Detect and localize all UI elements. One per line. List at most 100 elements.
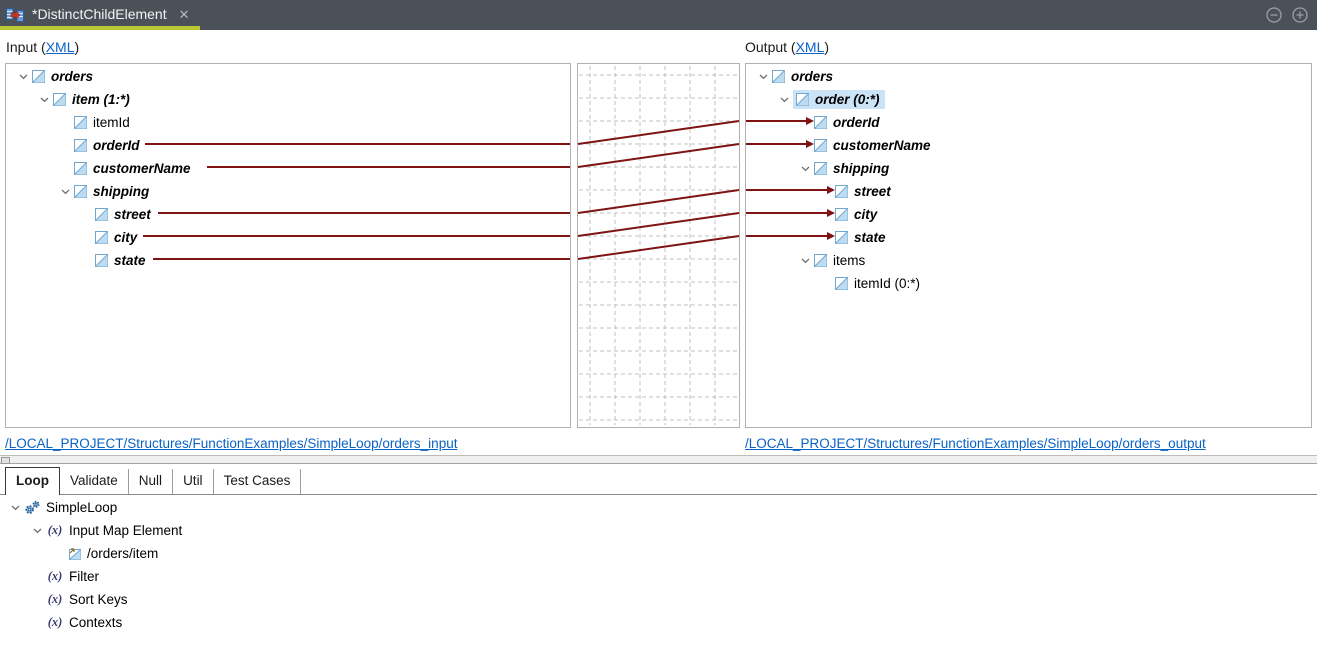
tree-item-label: itemId [93,115,130,130]
input-label-suffix: ) [74,39,80,55]
output-resource-link-wrap: /LOCAL_PROJECT/Structures/FunctionExampl… [745,436,1206,451]
input-xml-link[interactable]: XML [45,39,75,55]
tab-loop[interactable]: Loop [5,467,60,495]
input-tree-item-street[interactable]: street [6,203,570,226]
tree-item-label: city [114,230,138,245]
output-resource-link[interactable]: /LOCAL_PROJECT/Structures/FunctionExampl… [745,436,1206,451]
element-icon [835,231,848,244]
chevron-down-icon[interactable] [801,258,810,264]
sash-grip[interactable] [1,457,10,464]
input-tree-item-state[interactable]: state [6,249,570,272]
element-icon [32,70,45,83]
output-tree-item-city[interactable]: city [746,203,1311,226]
tree-item-label: state [854,230,886,245]
tree-item-label: Contexts [69,615,123,630]
loop-tree-item-contexts[interactable]: (x) Contexts [0,611,182,634]
element-icon [835,208,848,221]
tab-test-cases[interactable]: Test Cases [214,469,302,494]
element-icon [814,254,827,267]
element-icon [814,162,827,175]
tree-item-label: orderId [93,138,140,153]
loop-tree-item-input-map-element[interactable]: (x) Input Map Element [0,519,182,542]
element-icon [814,139,827,152]
chevron-down-icon[interactable] [19,74,28,80]
element-icon [95,254,108,267]
output-xml-link[interactable]: XML [795,39,825,55]
output-tree-item-shipping[interactable]: shipping [746,157,1311,180]
active-tab-underline [0,26,200,30]
tab-null[interactable]: Null [129,469,174,494]
chevron-down-icon[interactable] [801,166,810,172]
input-tree-item-item[interactable]: item (1:*) [6,88,570,111]
element-icon [74,139,87,152]
function-icon: (x) [47,615,63,629]
tab-util[interactable]: Util [173,469,214,494]
tree-item-label: Input Map Element [69,523,183,538]
loop-detail-tree: SimpleLoop (x) Input Map Element /orders… [0,496,182,634]
element-icon [835,277,848,290]
function-icon: (x) [47,523,63,537]
input-tree-item-orderid[interactable]: orderId [6,134,570,157]
input-tree-item-city[interactable]: city [6,226,570,249]
output-tree-item-orders[interactable]: orders [746,65,1311,88]
output-tree-item-street[interactable]: street [746,180,1311,203]
editor-tab-distinctchildelement[interactable]: *DistinctChildElement ✕ [0,0,204,30]
chevron-down-icon[interactable] [33,528,42,534]
tree-item-label: street [854,184,891,199]
map-document-icon [6,8,24,22]
tree-item-label: itemId (0:*) [854,276,921,291]
output-tree-item-orderid[interactable]: orderId [746,111,1311,134]
input-tree-panel: orders item (1:*) itemId orderId custome… [5,63,571,428]
input-resource-link[interactable]: /LOCAL_PROJECT/Structures/FunctionExampl… [5,436,458,451]
output-label: Output ( [745,39,796,55]
output-tree-item-itemid[interactable]: itemId (0:*) [746,272,1311,295]
input-resource-link-wrap: /LOCAL_PROJECT/Structures/FunctionExampl… [5,436,457,451]
chevron-down-icon[interactable] [780,97,789,103]
loop-tree-item-orders-item[interactable]: /orders/item [0,542,182,565]
loop-tree-item-filter[interactable]: (x) Filter [0,565,182,588]
tree-item-label: items [833,253,866,268]
tree-item-label: shipping [93,184,150,199]
output-tree-item-customername[interactable]: customerName [746,134,1311,157]
loop-tree-item-simpleloop[interactable]: SimpleLoop [0,496,182,519]
output-tree-item-items[interactable]: items [746,249,1311,272]
chevron-down-icon[interactable] [61,189,70,195]
tree-item-label: street [114,207,151,222]
tree-item-label: orderId [833,115,880,130]
output-label-suffix: ) [824,39,830,55]
chevron-down-icon[interactable] [759,74,768,80]
tab-validate[interactable]: Validate [60,469,129,494]
chevron-down-icon[interactable] [11,505,20,511]
function-tab-bar: Loop Validate Null Util Test Cases [0,467,1317,495]
tree-item-label: Sort Keys [69,592,128,607]
element-icon [53,93,66,106]
input-tree-item-itemid[interactable]: itemId [6,111,570,134]
output-tree-item-order[interactable]: order (0:*) [746,88,1311,111]
horizontal-sash[interactable] [0,455,1317,464]
input-label: Input ( [6,39,46,55]
input-tree-item-orders[interactable]: orders [6,65,570,88]
mapping-grid-canvas[interactable] [577,63,740,428]
tree-item-label: orders [51,69,94,84]
view-controls [1266,7,1308,23]
function-icon: (x) [47,592,63,606]
output-tree-item-state[interactable]: state [746,226,1311,249]
loop-tree-item-sort-keys[interactable]: (x) Sort Keys [0,588,182,611]
maximize-icon[interactable] [1292,7,1308,23]
close-icon[interactable]: ✕ [178,6,190,22]
element-reference-icon [68,547,81,560]
tree-item-label: item (1:*) [72,92,130,107]
output-tree: orders order (0:*) orderId customerName … [746,64,1311,295]
tree-item-label: state [114,253,146,268]
element-icon [835,185,848,198]
gears-icon [24,500,41,515]
chevron-down-icon[interactable] [40,97,49,103]
tree-item-label: shipping [833,161,890,176]
input-tree-item-shipping[interactable]: shipping [6,180,570,203]
tree-item-label: /orders/item [87,546,159,561]
minimize-icon[interactable] [1266,7,1282,23]
input-tree-item-customername[interactable]: customerName [6,157,570,180]
input-tree: orders item (1:*) itemId orderId custome… [6,64,570,272]
element-icon [74,162,87,175]
element-icon [772,70,785,83]
